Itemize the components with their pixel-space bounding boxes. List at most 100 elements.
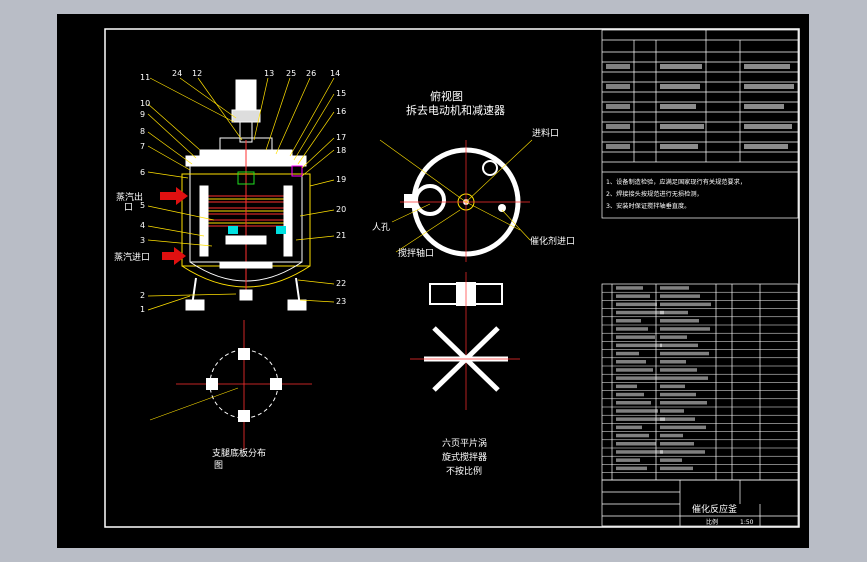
part-number: 21: [336, 231, 346, 240]
label-agitator-port: 搅拌轴口: [398, 247, 434, 259]
parts-row-text: [660, 417, 695, 421]
part-number: 16: [336, 107, 346, 116]
tech-note: 1、设备制造检验，应满足国家现行有关规范要求，: [606, 178, 746, 186]
parts-row-text: [660, 450, 705, 454]
parts-row-text: [660, 425, 706, 430]
part-number: 2: [140, 291, 145, 300]
agitator-caption-2: 旋式搅拌器: [442, 451, 487, 463]
part-number: 8: [140, 127, 145, 136]
parts-row-text: [616, 343, 662, 348]
parts-row-text: [616, 442, 656, 446]
part-number: 19: [336, 175, 346, 184]
parts-row-text: [660, 351, 709, 356]
part-number: 5: [140, 201, 145, 210]
scale-label: 比例: [706, 518, 718, 526]
part-number: 10: [140, 99, 150, 108]
parts-row-text: [660, 433, 683, 438]
parts-list-rows: [602, 286, 798, 473]
parts-row-text: [616, 450, 663, 454]
drawing-border: [104, 28, 800, 528]
drawing-sheet: [57, 14, 809, 548]
part-number: 24: [172, 69, 182, 78]
part-number: 9: [140, 110, 145, 119]
support-caption-2: 图: [214, 460, 223, 471]
support-layout: [149, 320, 312, 450]
parts-row-text: [660, 458, 682, 462]
parts-row-text: [660, 409, 684, 413]
agitator-caption: 六页平片涡: [442, 437, 487, 449]
parts-row-text: [616, 327, 648, 331]
parts-row-text: [616, 302, 657, 307]
parts-row-text: [616, 384, 637, 389]
vessel-front-view: [181, 79, 311, 311]
part-number: 15: [336, 89, 346, 98]
parts-row-text: [616, 376, 660, 380]
parts-row-text: [616, 425, 642, 430]
parts-row-text: [660, 335, 687, 339]
parts-row-text: [660, 384, 685, 389]
label-catalyst-inlet: 催化剂进口: [530, 235, 575, 247]
parts-row-text: [616, 466, 647, 471]
parts-row-text: [660, 319, 699, 323]
part-number: 1: [140, 305, 145, 314]
parts-row-text: [616, 294, 650, 298]
spec-table-fill: [606, 64, 794, 149]
scale-value: 1:50: [740, 519, 754, 526]
parts-row-text: [660, 327, 710, 331]
steam-flow-arrows: [160, 187, 188, 265]
agitator-caption-3: 不按比例: [446, 465, 482, 477]
parts-row-text: [616, 458, 640, 462]
parts-row-text: [616, 351, 639, 356]
title-block: [601, 479, 799, 527]
parts-row-text: [660, 368, 697, 372]
label-feed-inlet: 进料口: [532, 127, 559, 139]
parts-row-text: [660, 294, 700, 298]
support-caption: 支腿底板分布: [212, 447, 266, 459]
part-number: 7: [140, 142, 145, 151]
tech-note: 3、安装时保证搅拌轴垂直度。: [606, 202, 690, 210]
parts-row-text: [660, 466, 693, 471]
part-number: 13: [264, 69, 274, 78]
part-number: 23: [336, 297, 346, 306]
spec-table: [601, 29, 799, 219]
label-manhole: 人孔: [372, 222, 390, 233]
part-number: 17: [336, 133, 346, 142]
label-steam-out: 蒸汽出: [116, 191, 143, 203]
parts-row-text: [616, 360, 646, 364]
parts-row-text: [616, 409, 658, 413]
parts-row-text: [660, 310, 688, 315]
tech-note: 2、焊接接头按规范进行无损检测，: [606, 190, 703, 198]
top-view: [379, 139, 533, 262]
part-number: 18: [336, 146, 346, 155]
parts-row-text: [616, 319, 641, 323]
part-number: 6: [140, 168, 145, 177]
parts-row-text: [660, 360, 686, 364]
parts-row-text: [616, 401, 651, 405]
parts-row-text: [660, 376, 708, 380]
parts-row-text: [616, 417, 665, 421]
parts-row-text: [660, 392, 696, 397]
parts-row-text: [616, 368, 653, 372]
part-numbers: 11 10 9 8 7 6 5 4 3 2 1 24 12 13 25 26 1…: [140, 69, 346, 314]
parts-row-text: [616, 433, 649, 438]
part-number: 11: [140, 73, 150, 82]
label-steam-in: 蒸汽进口: [114, 251, 150, 263]
parts-row-text: [616, 286, 643, 290]
drawing-title: 催化反应釜: [692, 503, 737, 515]
top-view-title: 俯视图: [430, 89, 463, 103]
parts-row-text: [660, 442, 694, 446]
part-number: 22: [336, 279, 346, 288]
part-number: 4: [140, 221, 145, 230]
parts-row-text: [660, 343, 698, 348]
part-number: 3: [140, 236, 145, 245]
part-number: 14: [330, 69, 340, 78]
parts-row-text: [616, 310, 664, 315]
parts-row-text: [616, 392, 644, 397]
label-steam-out-2: 口: [124, 203, 133, 213]
part-number: 20: [336, 205, 346, 214]
leader-lines: [147, 77, 335, 311]
part-number: 12: [192, 69, 202, 78]
parts-row-text: [660, 401, 707, 405]
part-number: 25: [286, 69, 296, 78]
